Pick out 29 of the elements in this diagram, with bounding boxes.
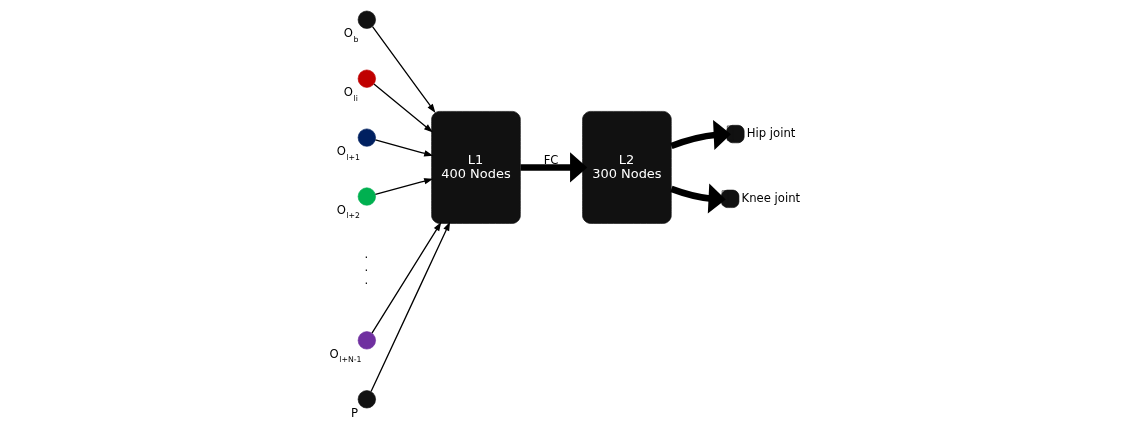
edge-label: FC bbox=[543, 152, 558, 167]
label: . bbox=[364, 260, 368, 275]
node-circle bbox=[357, 331, 376, 350]
arrow bbox=[369, 221, 450, 393]
node-label: O$_{l+1}$ bbox=[336, 144, 360, 162]
arrow bbox=[371, 26, 435, 113]
arrow bbox=[372, 83, 433, 133]
node-label: O$_{b}$ bbox=[343, 26, 358, 44]
node-box: L2 300 Nodes bbox=[581, 111, 672, 224]
arrow bbox=[669, 119, 731, 150]
node-circle bbox=[357, 69, 376, 88]
arrow bbox=[374, 139, 433, 157]
node-label: O$_{li}$ bbox=[343, 85, 358, 103]
node-label: Knee joint bbox=[741, 190, 800, 205]
node-circle bbox=[357, 187, 376, 206]
node-circle bbox=[357, 390, 376, 409]
node-label: O$_{l+N-1}$ bbox=[329, 346, 362, 365]
label: . bbox=[364, 247, 368, 262]
node-circle bbox=[357, 128, 376, 147]
node-label: P bbox=[350, 406, 358, 421]
node-label: Hip joint bbox=[746, 125, 795, 140]
arrow bbox=[669, 183, 726, 214]
node-circle bbox=[357, 10, 376, 29]
node-label: O$_{l+2}$ bbox=[336, 202, 360, 221]
node-box: L1 400 Nodes bbox=[430, 111, 521, 224]
arrow bbox=[520, 152, 587, 183]
arrow bbox=[370, 221, 441, 334]
arrow bbox=[374, 178, 433, 196]
label: . bbox=[364, 273, 368, 288]
